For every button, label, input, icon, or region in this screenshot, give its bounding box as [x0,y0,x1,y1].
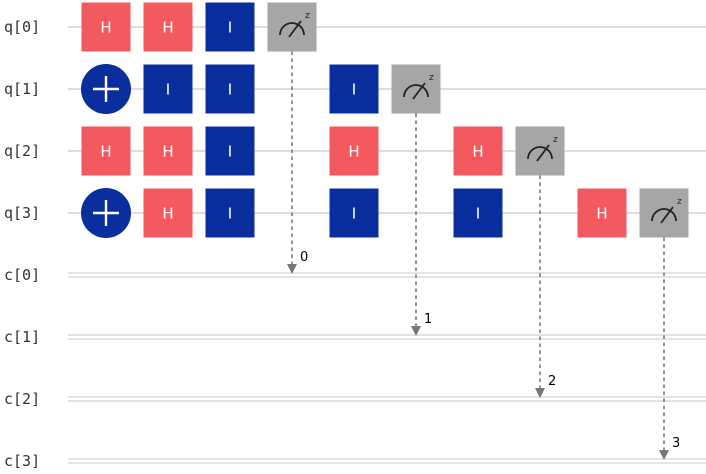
gate-label: H [162,205,173,223]
i-gate-box [453,188,503,238]
gate-label: I [228,205,232,223]
gate-measure-q1-col5: z [391,64,441,114]
gate-h-q2-col6: H [453,126,503,176]
i-gate-box [205,126,255,176]
meter-icon [651,208,677,222]
gate-label: I [476,205,480,223]
gate-label: H [100,19,111,37]
gate-measure-q0-col3: z [267,2,317,52]
measure-arrowhead [535,388,545,398]
gate-i-q1-col2: I [205,64,255,114]
qubit-label-0: q[0] [4,18,40,36]
measure-arrowhead [287,264,297,274]
meter-needle-icon [288,20,302,38]
qubit-label-2: q[2] [4,142,40,160]
h-gate-box [577,188,627,238]
gate-label: H [596,205,607,223]
measure-gate-box [267,2,317,52]
i-gate-box [205,188,255,238]
gate-label: I [228,143,232,161]
h-gate-box [453,126,503,176]
meter-icon [527,146,553,160]
gate-x-q3-col0 [81,188,131,238]
measure-clbit-index: 2 [548,374,556,389]
gate-i-q3-col4: I [329,188,379,238]
meter-needle-icon [660,206,674,224]
measure-clbit-index: 0 [300,250,308,265]
gate-i-q0-col2: I [205,2,255,52]
meter-icon [279,22,305,36]
h-gate-box [81,2,131,52]
meter-needle-icon [412,82,426,100]
measure-arrowhead [411,326,421,336]
meter-needle-icon [536,144,550,162]
measurement-lines: 0 1 2 3 [287,51,680,460]
i-gate-box [329,64,379,114]
gate-label: H [162,143,173,161]
i-gate-box [329,188,379,238]
gate-h-q0-col1: H [143,2,193,52]
gate-h-q2-col4: H [329,126,379,176]
h-gate-box [143,188,193,238]
measure-basis-label: z [429,73,434,83]
measure-clbit-index: 1 [424,312,432,327]
measure-basis-label: z [305,11,310,21]
h-gate-box [81,126,131,176]
gate-i-q3-col6: I [453,188,503,238]
h-gate-box [143,2,193,52]
gate-measure-q2-col7: z [515,126,565,176]
gate-label: H [100,143,111,161]
gate-i-q1-col1: I [143,64,193,114]
i-gate-box [205,2,255,52]
gate-h-q3-col1: H [143,188,193,238]
measure-gate-box [515,126,565,176]
register-labels: q[0] q[1] q[2] q[3] c[0] c[1] c[2] c[3] [4,18,40,470]
measure-clbit-index: 3 [672,436,680,451]
gate-h-q2-col0: H [81,126,131,176]
clbit-label-3: c[3] [4,452,40,470]
gate-label: I [166,81,170,99]
clbit-label-2: c[2] [4,390,40,408]
gate-label: I [228,81,232,99]
gate-h-q2-col1: H [143,126,193,176]
qubit-label-1: q[1] [4,80,40,98]
i-gate-box [143,64,193,114]
qubit-label-3: q[3] [4,204,40,222]
gate-h-q3-col8: H [577,188,627,238]
measure-basis-label: z [553,135,558,145]
h-gate-box [329,126,379,176]
gate-label: I [352,81,356,99]
gate-measure-q3-col9: z [639,188,689,238]
gate-label: H [472,143,483,161]
gate-h-q0-col0: H [81,2,131,52]
clbit-label-1: c[1] [4,328,40,346]
gate-label: H [162,19,173,37]
gate-i-q2-col2: I [205,126,255,176]
gate-i-q3-col2: I [205,188,255,238]
h-gate-box [143,126,193,176]
gate-label: H [348,143,359,161]
meter-icon [403,84,429,98]
measure-basis-label: z [677,197,682,207]
gate-x-q1-col0 [81,64,131,114]
measure-gate-box [391,64,441,114]
gate-i-q1-col4: I [329,64,379,114]
clbit-label-0: c[0] [4,266,40,284]
i-gate-box [205,64,255,114]
measure-gate-box [639,188,689,238]
measure-arrowhead [659,450,669,460]
gate-label: I [352,205,356,223]
gate-label: I [228,19,232,37]
